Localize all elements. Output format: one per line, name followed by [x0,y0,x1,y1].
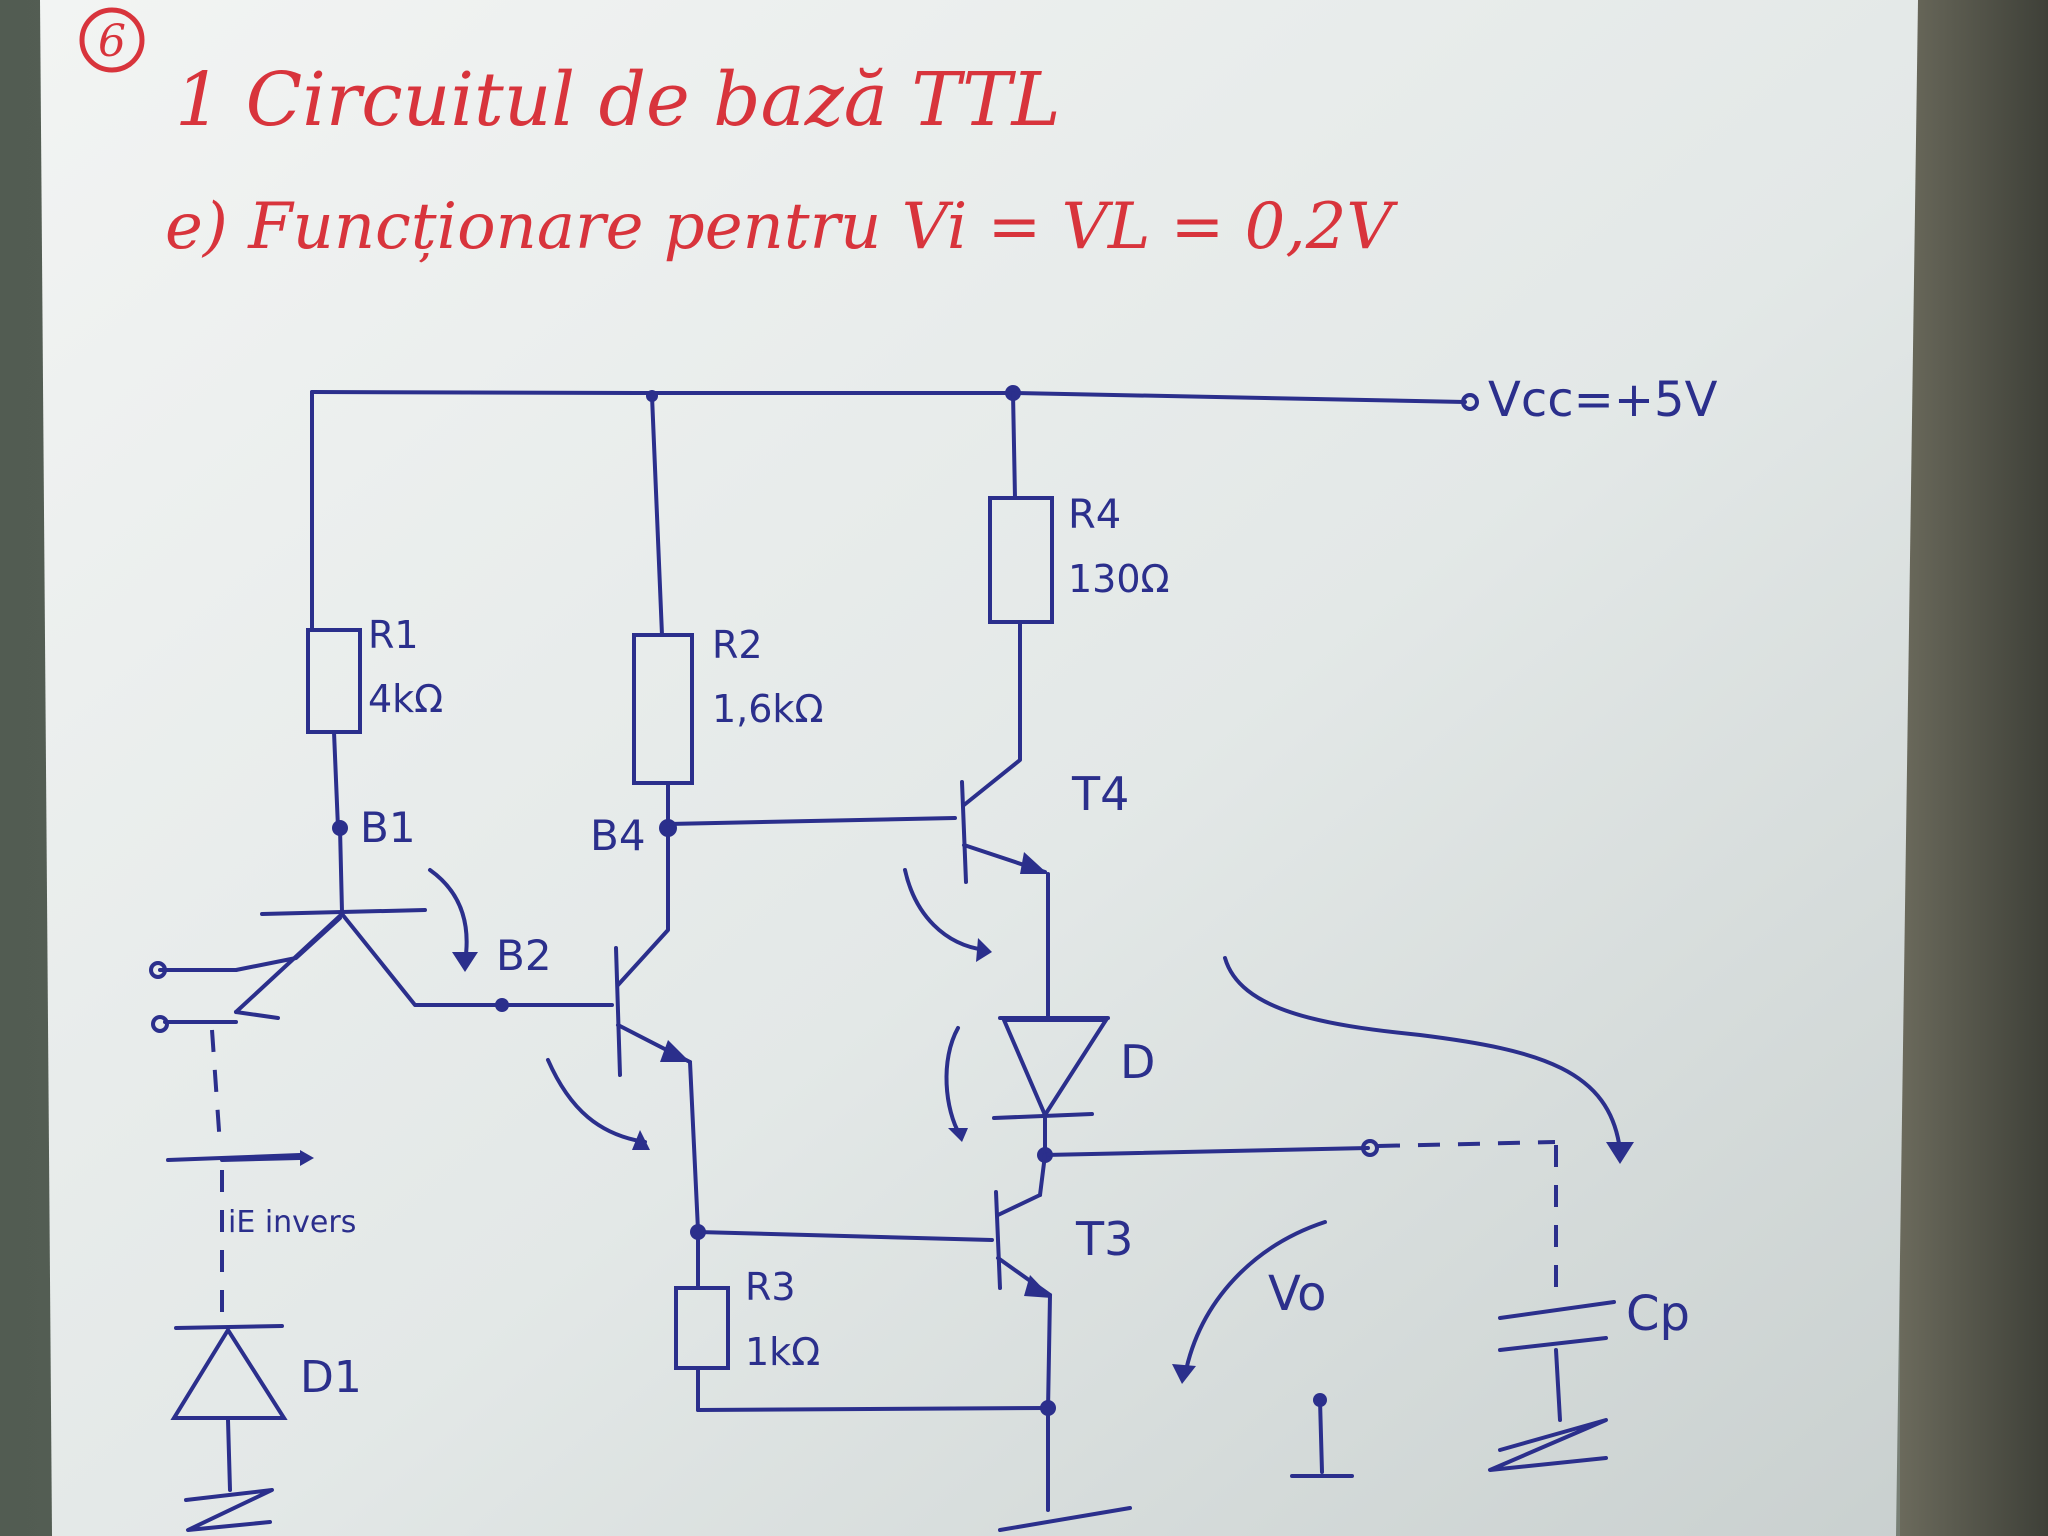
page-number-circle [79,7,145,73]
vcc-terminal [1461,393,1479,411]
transistor-t4: T4 [666,728,1129,1020]
arrow-vo [1183,1220,1327,1377]
arrow-diode [944,1026,962,1137]
r4-value: 130Ω [1068,557,1170,601]
page-subtitle: e) Funcționare pentru Vi = VL = 0,2V [165,190,1398,264]
vcc-label: Vcc=+5V [1488,372,1718,428]
node-b1-label: B1 [360,803,416,852]
capacitor-cp: Cp [1488,1286,1690,1472]
header: 6 1 Circuitul de bază TTL e) Funcționare… [79,7,1398,264]
vo-ground [1290,1393,1354,1478]
supply-rail: Vcc=+5V [310,372,1718,630]
output-terminal [1361,1139,1379,1157]
r4-name: R4 [1068,492,1121,538]
resistor-r1: R1 4kΩ [306,613,443,830]
paper-sheet [40,0,1918,1536]
resistor-r2: R2 1,6kΩ [632,394,823,830]
transistor-t1 [149,826,497,1033]
node-b2-label: B2 [496,931,552,980]
page-number: 6 [98,16,126,67]
current-label: iE invers [228,1205,356,1240]
arrow-to-cp [1223,956,1622,1152]
r2-name: R2 [712,623,763,667]
t3-label: T3 [1075,1212,1133,1266]
t4-label: T4 [1071,767,1129,821]
diode-d: D [992,1016,1155,1157]
input-diode-path [166,1029,314,1532]
arrow-t4 [903,868,987,952]
transistor-t3: T3 [690,1153,1133,1412]
input-b-terminal [151,1015,169,1033]
input-a-terminal [149,961,167,979]
arrow-t2-emitter [546,1058,647,1144]
right-wall [1900,0,2048,1536]
r3-value: 1kΩ [745,1330,820,1374]
vo-label: Vo [1268,1266,1326,1322]
d1-label: D1 [300,1352,362,1403]
node-b4-label: B4 [590,811,646,860]
r3-name: R3 [745,1265,796,1309]
cp-label: Cp [1626,1286,1690,1342]
transistor-t2 [500,826,700,1232]
ground-main [998,1406,1132,1532]
resistor-r3: R3 1kΩ [674,1230,1056,1416]
page-title: 1 Circuitul de bază TTL [175,57,1061,143]
resistor-r4: R4 130Ω [988,391,1170,732]
r1-name: R1 [368,613,419,657]
d-label: D [1120,1035,1155,1089]
r1-value: 4kΩ [368,677,443,721]
r2-value: 1,6kΩ [712,687,823,731]
arrow-b1-b2 [428,868,469,964]
